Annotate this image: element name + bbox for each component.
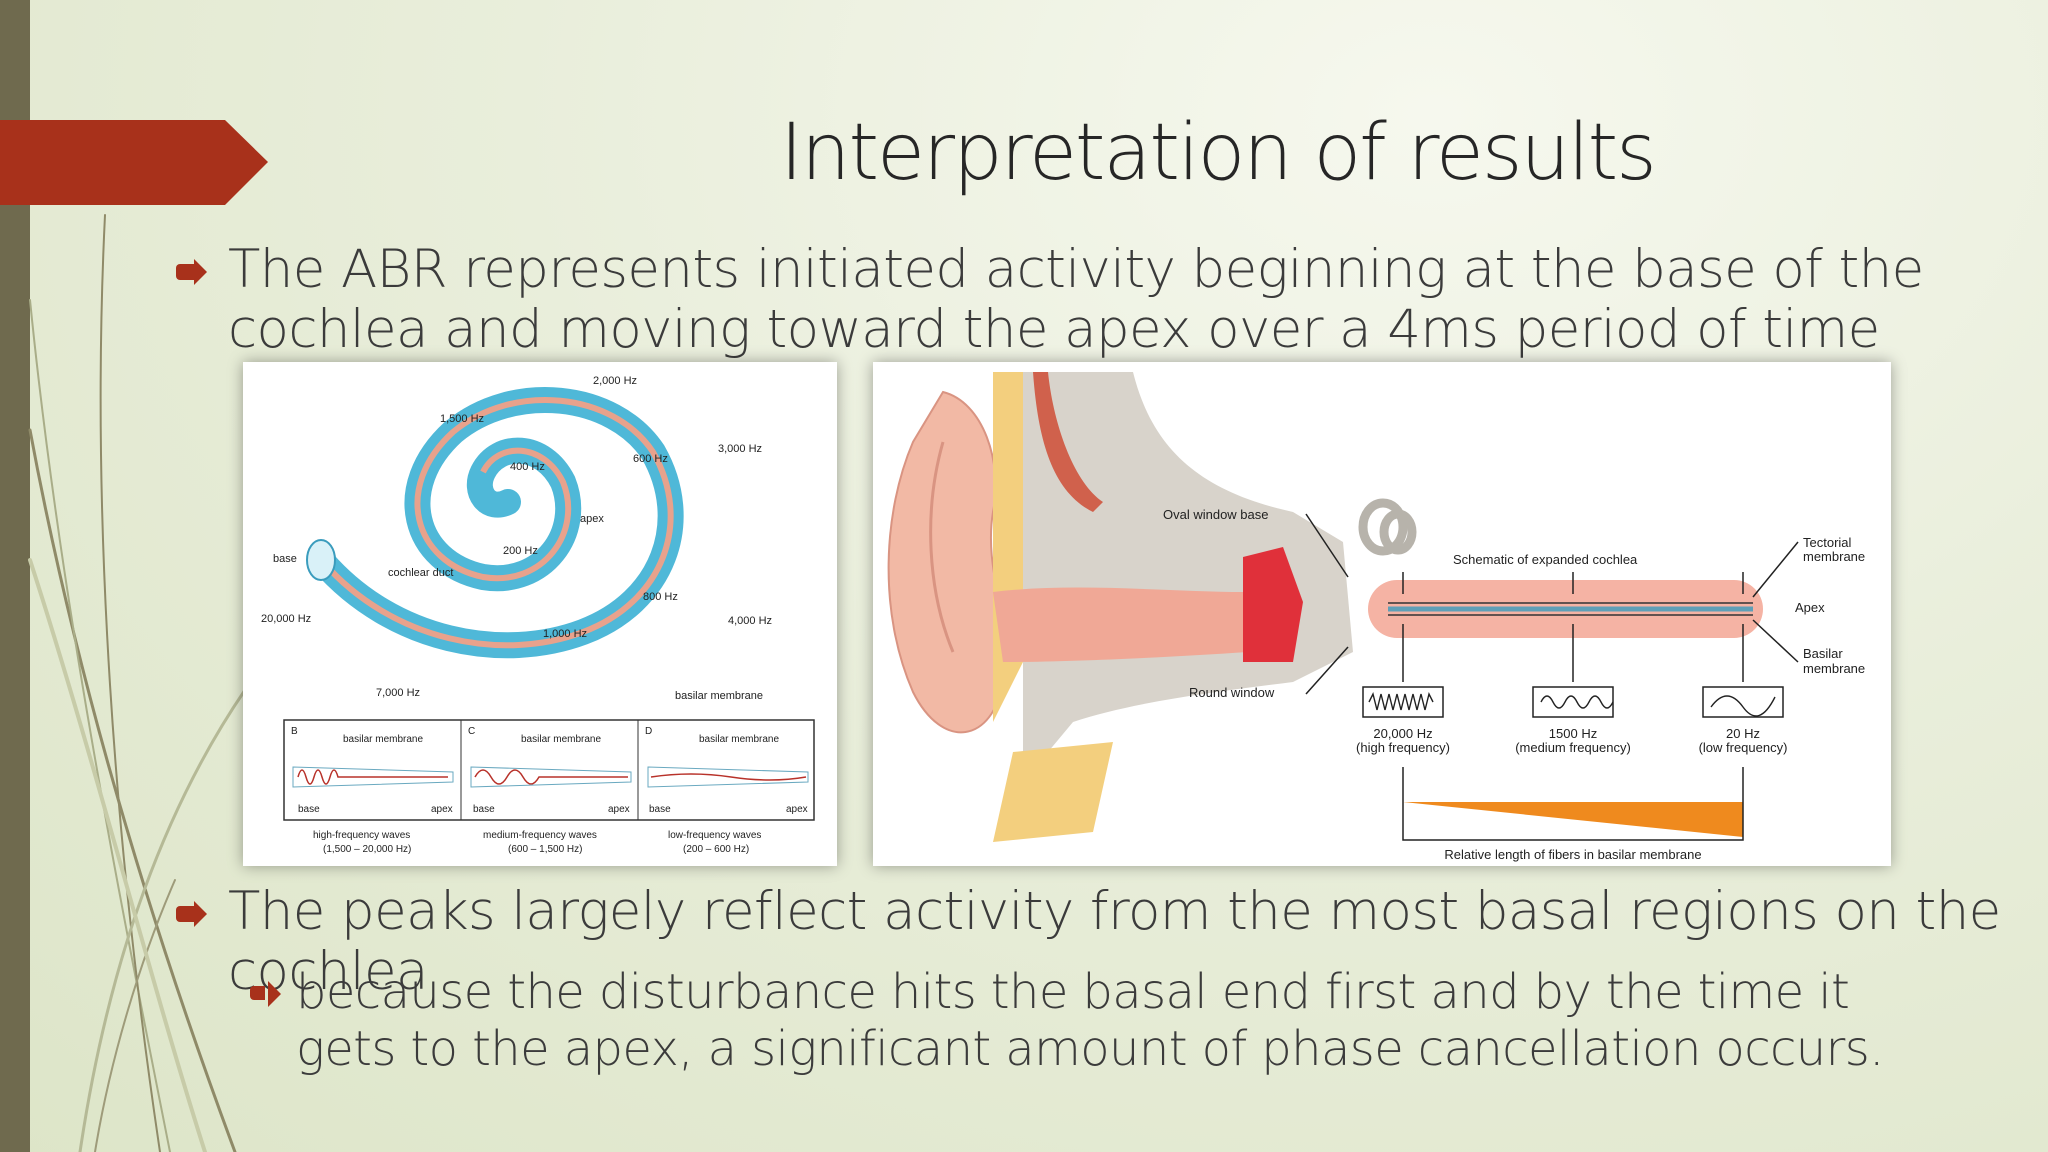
label-200hz: 200 Hz: [503, 545, 538, 557]
ear-cochlea-figure: Oval window base Schematic of expanded c…: [873, 362, 1891, 866]
grass-line: [94, 879, 176, 1152]
bullet-text-2: The peaks largely reflect activity from …: [228, 881, 2001, 1002]
svg-text:apex: apex: [431, 804, 453, 815]
label-1500hz: 1,500 Hz: [440, 413, 484, 425]
svg-text:low-frequency waves: low-frequency waves: [668, 830, 761, 841]
label-400hz: 400 Hz: [510, 461, 545, 473]
label-relative-length: Relative length of fibers in basilar mem…: [1444, 847, 1701, 862]
svg-text:apex: apex: [608, 804, 630, 815]
label-3000hz: 3,000 Hz: [718, 443, 762, 455]
svg-text:basilar membrane: basilar membrane: [343, 734, 423, 745]
svg-text:(1,500 – 20,000 Hz): (1,500 – 20,000 Hz): [323, 844, 411, 855]
label-apex: apex: [580, 513, 604, 525]
svg-text:(600 – 1,500 Hz): (600 – 1,500 Hz): [508, 844, 583, 855]
svg-text:base: base: [473, 804, 495, 815]
label-4000hz: 4,000 Hz: [728, 615, 772, 627]
svg-text:C: C: [468, 726, 475, 737]
svg-text:D: D: [645, 726, 652, 737]
label-basilar: Basilar: [1803, 646, 1843, 661]
svg-text:(high frequency): (high frequency): [1356, 740, 1450, 755]
svg-text:(200 – 600 Hz): (200 – 600 Hz): [683, 844, 749, 855]
label-600hz: 600 Hz: [633, 453, 668, 465]
svg-text:basilar membrane: basilar membrane: [699, 734, 779, 745]
svg-text:medium-frequency waves: medium-frequency waves: [483, 830, 597, 841]
bullet-arrow-icon: [176, 901, 207, 927]
title-arrow-banner: [0, 120, 268, 205]
svg-text:20,000 Hz: 20,000 Hz: [1373, 726, 1432, 741]
grass-line: [29, 299, 171, 1152]
grass-line: [28, 558, 207, 1152]
bullet-arrow-icon: [176, 259, 207, 285]
sub-bullet-text: because the disturbance hits the basal e…: [296, 964, 1884, 1077]
label-cochlear-duct: cochlear duct: [388, 567, 453, 579]
label-2000hz: 2,000 Hz: [593, 375, 637, 387]
label-basilar-2: membrane: [1803, 661, 1865, 676]
cochlea-spiral-diagram: 2,000 Hz 1,500 Hz 3,000 Hz 400 Hz 600 Hz…: [261, 375, 815, 855]
label-800hz: 800 Hz: [643, 591, 678, 603]
label-7000hz: 7,000 Hz: [376, 687, 420, 699]
svg-text:base: base: [298, 804, 320, 815]
temporal-bone: [1023, 372, 1353, 782]
middle-ear: [1243, 547, 1303, 662]
label-round-window: Round window: [1189, 685, 1275, 700]
label-20000hz: 20,000 Hz: [261, 613, 311, 625]
fiber-length-wedge: [1403, 802, 1743, 837]
cochlea-spiral-figure: 2,000 Hz 1,500 Hz 3,000 Hz 400 Hz 600 Hz…: [243, 362, 837, 866]
frequency-panels: [283, 719, 815, 821]
label-1000hz: 1,000 Hz: [543, 628, 587, 640]
grass-line: [28, 428, 237, 1152]
outer-ear-shape: [887, 390, 1007, 734]
label-oval-window: Oval window base: [1163, 507, 1269, 522]
svg-text:B: B: [291, 726, 298, 737]
sub-bullet-arrow-icon: [250, 981, 281, 1007]
svg-text:apex: apex: [786, 804, 808, 815]
label-basilar-membrane: basilar membrane: [675, 690, 763, 702]
label-tectorial: Tectorial: [1803, 535, 1852, 550]
svg-text:base: base: [649, 804, 671, 815]
grass-line: [99, 214, 161, 1152]
label-schematic: Schematic of expanded cochlea: [1453, 552, 1638, 567]
ear-schematic-diagram: Oval window base Schematic of expanded c…: [887, 372, 1865, 862]
label-base: base: [273, 553, 297, 565]
svg-text:high-frequency waves: high-frequency waves: [313, 830, 410, 841]
svg-text:1500 Hz: 1500 Hz: [1549, 726, 1597, 741]
svg-text:20 Hz: 20 Hz: [1726, 726, 1760, 741]
slide-title: Interpretation of results: [780, 108, 1657, 198]
label-tectorial-2: membrane: [1803, 549, 1865, 564]
svg-text:basilar membrane: basilar membrane: [521, 734, 601, 745]
grass-line: [78, 688, 247, 1152]
label-apex: Apex: [1795, 600, 1825, 615]
svg-text:(low frequency): (low frequency): [1699, 740, 1788, 755]
bullet-text-1: The ABR represents initiated activity be…: [228, 239, 1924, 360]
svg-text:(medium frequency): (medium frequency): [1515, 740, 1631, 755]
ear-canal: [993, 587, 1248, 662]
